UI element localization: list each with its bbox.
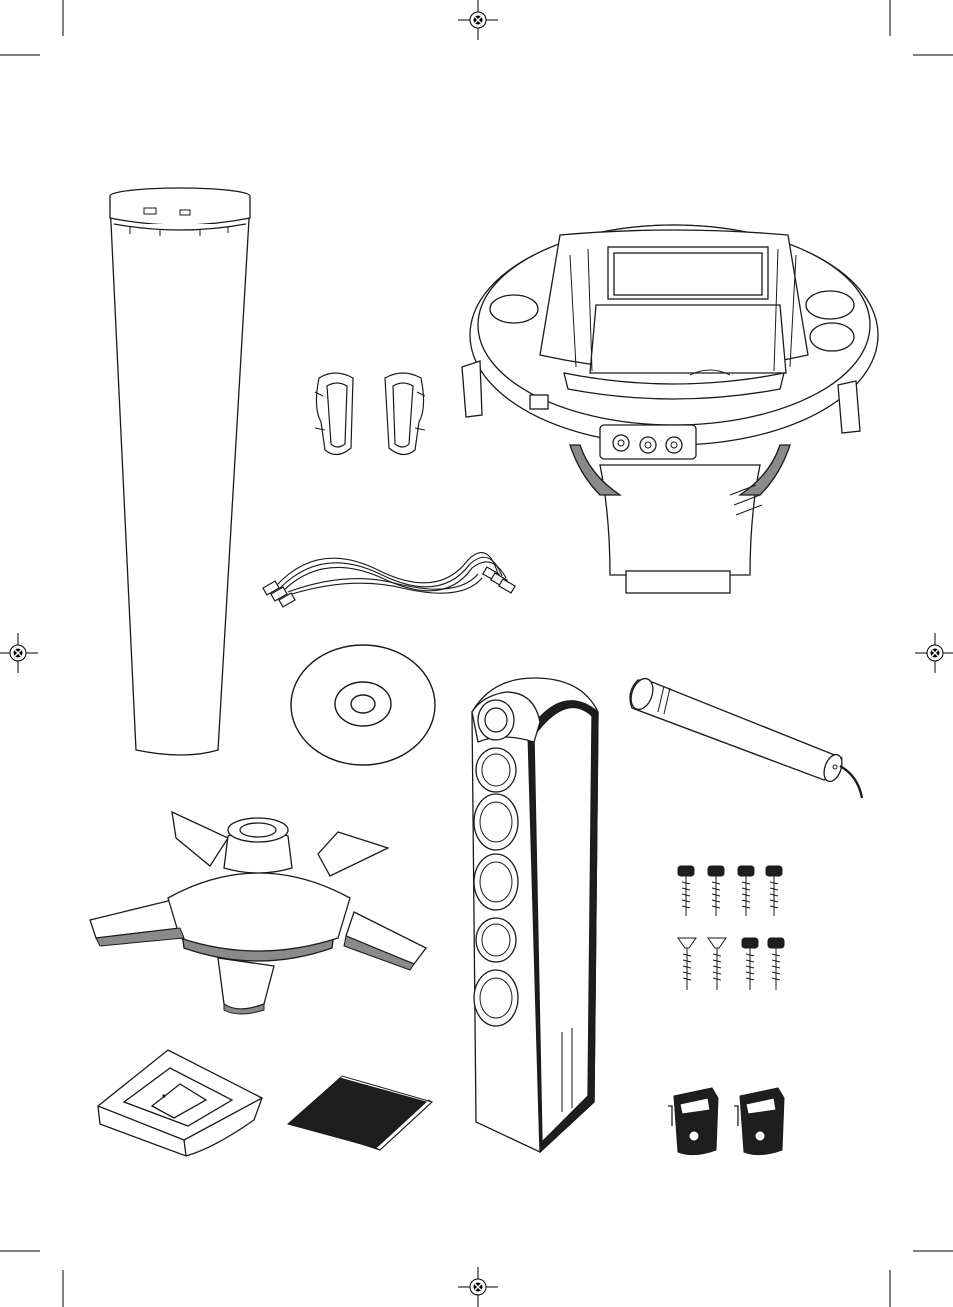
cd-disc-icon (288, 642, 438, 768)
karaoke-console-icon (460, 195, 890, 605)
registration-mark-right-icon (915, 633, 953, 673)
registration-mark-top-icon (458, 0, 498, 40)
registration-mark-bottom-icon (458, 1267, 498, 1307)
pole-tube-icon (100, 180, 260, 760)
star-base-icon (88, 808, 432, 1018)
instruction-booklet-icon (284, 1072, 434, 1156)
speaker-brackets-icon (664, 1080, 806, 1160)
tower-speaker-icon (462, 672, 610, 1162)
registration-mark-left-icon (0, 633, 38, 673)
microphone-icon (624, 672, 870, 804)
screws-icon (668, 862, 800, 1002)
microphone-holder-icon (94, 1044, 266, 1162)
cable-clips-icon (305, 368, 435, 460)
